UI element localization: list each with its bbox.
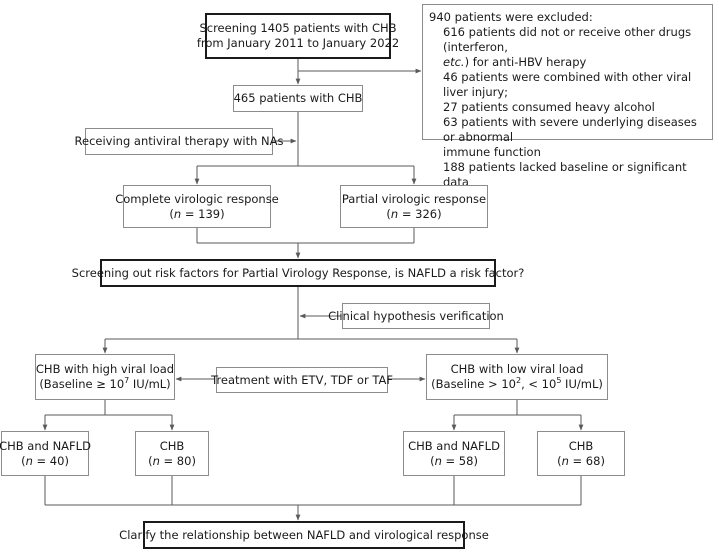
- group-n: (n = 58): [430, 453, 478, 468]
- clarify-label: Clarify the relationship between NAFLD a…: [119, 527, 489, 542]
- excluded-item-1: 616 patients did not or receive other dr…: [429, 25, 706, 55]
- partial-n-symbol: n: [390, 206, 399, 221]
- group-n: (n = 40): [21, 453, 69, 468]
- treatment-box: Treatment with ETV, TDF or TAF: [211, 367, 393, 393]
- low-baseline-post: IU/mL): [561, 377, 603, 391]
- partial-label: Partial virologic response: [341, 191, 487, 206]
- group-label: CHB and NAFLD: [0, 438, 91, 453]
- excluded-item-1-text: 616 patients did not or receive other dr…: [443, 25, 692, 54]
- screening-line-1: Screening 1405 patients with CHB: [199, 21, 397, 35]
- low-baseline-pre: (Baseline > 10: [431, 377, 516, 391]
- screening-box: Screening 1405 patients with CHB from Ja…: [197, 13, 399, 59]
- group-label: CHB and NAFLD: [408, 438, 500, 453]
- high-load-label: CHB with high viral load: [35, 362, 175, 376]
- group-n-value: = 40): [32, 453, 69, 468]
- excluded-item-1-post: ) for anti-HBV herapy: [464, 55, 587, 69]
- high-load-baseline: (Baseline ≥ 107 IU/mL): [39, 377, 170, 392]
- group-n-value: = 68): [568, 453, 605, 468]
- low-load-baseline: (Baseline > 102, < 105 IU/mL): [431, 377, 603, 392]
- group-box-low-chb: CHB (n = 68): [537, 431, 625, 476]
- high-baseline-exp: 7: [124, 376, 130, 385]
- group-n-symbol: n: [561, 453, 569, 468]
- excluded-etc: etc.: [443, 55, 465, 69]
- clinical-label: Clinical hypothesis verification: [328, 308, 504, 323]
- group-n: (n = 68): [557, 453, 605, 468]
- low-baseline-exp2: 5: [556, 376, 562, 385]
- clinical-hypothesis-box: Clinical hypothesis verification: [328, 303, 504, 329]
- group-n-symbol: n: [152, 453, 160, 468]
- group-n: (n = 80): [148, 453, 196, 468]
- group-n-symbol: n: [434, 453, 442, 468]
- complete-n-value: = 139): [181, 206, 225, 221]
- partial-n: (n = 326): [386, 206, 442, 221]
- risk-label: Screening out risk factors for Partial V…: [71, 265, 525, 280]
- high-baseline-pre: (Baseline ≥ 10: [39, 377, 125, 391]
- risk-factor-box: Screening out risk factors for Partial V…: [72, 259, 524, 287]
- chb-465-label: 465 patients with CHB: [233, 91, 363, 105]
- excluded-item-4b: immune function: [443, 145, 541, 159]
- group-label: CHB: [159, 438, 185, 453]
- chb-465-box: 465 patients with CHB: [233, 85, 363, 112]
- high-viral-load-box: CHB with high viral load (Baseline ≥ 107…: [35, 354, 175, 400]
- excluded-item-2: 46 patients were combined with other vir…: [443, 70, 692, 99]
- antiviral-box: Receiving antiviral therapy with NAs: [75, 128, 284, 155]
- group-n-value: = 58): [441, 453, 478, 468]
- complete-response-box: Complete virologic response (n = 139): [115, 185, 279, 228]
- group-box-high-chb: CHB (n = 80): [135, 431, 209, 476]
- group-label: CHB: [568, 438, 594, 453]
- complete-n: (n = 139): [169, 206, 225, 221]
- clarify-box: Clarify the relationship between NAFLD a…: [119, 521, 489, 549]
- high-baseline-post: IU/mL): [129, 377, 171, 391]
- excluded-item-4a: 63 patients with severe underlying disea…: [443, 115, 697, 144]
- low-load-label: CHB with low viral load: [450, 362, 584, 376]
- low-baseline-exp1: 2: [515, 376, 522, 385]
- low-viral-load-box: CHB with low viral load (Baseline > 102,…: [426, 354, 608, 400]
- treatment-label: Treatment with ETV, TDF or TAF: [211, 372, 393, 387]
- antiviral-label: Receiving antiviral therapy with NAs: [74, 134, 284, 148]
- low-baseline-mid: , < 10: [521, 377, 557, 391]
- complete-label: Complete virologic response: [115, 191, 279, 206]
- screening-line-2: from January 2011 to January 2022: [196, 36, 400, 50]
- excluded-item-1-cont: etc.) for anti-HBV herapy: [429, 55, 586, 70]
- group-n-value: = 80): [159, 453, 196, 468]
- excluded-box: 940 patients were excluded: 616 patients…: [422, 4, 713, 189]
- group-box-low-nafld: CHB and NAFLD (n = 58): [403, 431, 505, 476]
- complete-n-symbol: n: [173, 206, 182, 221]
- group-n-symbol: n: [25, 453, 33, 468]
- partial-response-box: Partial virologic response (n = 326): [340, 185, 488, 228]
- partial-n-value: = 326): [398, 206, 442, 221]
- excluded-item-3: 27 patients consumed heavy alcohol: [443, 100, 655, 114]
- group-box-high-nafld: CHB and NAFLD (n = 40): [0, 431, 91, 476]
- excluded-heading: 940 patients were excluded:: [429, 10, 593, 24]
